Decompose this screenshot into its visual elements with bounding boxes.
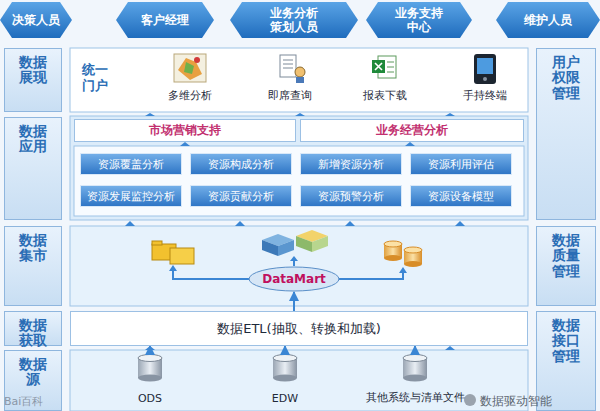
analysis-box: 资源贡献分析 [190,185,292,207]
node-text: DataMart [262,272,326,286]
etl-bar: 数据ETL(抽取、转换和加载) [70,311,528,346]
support-box: 业务经营分析 [300,119,524,142]
node-text: 统一门户 [82,62,108,93]
source-db: EDW [255,354,315,408]
flow-arrow [284,346,286,354]
node-text: 维护人员 [524,13,572,27]
query-icon [280,55,305,83]
node-text: 资源覆盖分析 [98,157,164,172]
management-label: 数据质量管理 [536,226,596,306]
layer-label: 数据获取 [4,311,62,346]
node-text: 数据质量管理 [552,233,580,279]
datamart-ellipse: DataMart [248,266,340,292]
analysis-box: 资源利用评估 [410,153,512,175]
role-header: 客户经理 [116,2,214,38]
node-text: 新增资源分析 [318,157,384,172]
watermark: 数据驱动智能 [480,393,552,410]
node-text: 即席查询 [268,88,312,103]
flow-arrow [414,346,416,354]
role-header: 业务支持中心 [366,2,472,38]
excel-icon [372,56,396,78]
layer-label: 数据集市 [4,226,62,306]
analysis-box: 资源设备模型 [410,185,512,207]
node-text: 数据源 [19,357,47,388]
folder-icons [152,241,194,264]
analysis-box: 资源预警分析 [300,185,402,207]
wechat-icon [464,394,476,406]
node-text: 市场营销支持 [149,122,221,139]
node-text: 用户权限管理 [552,55,580,101]
node-text: 数据应用 [19,124,47,155]
node-text: 资源设备模型 [428,189,494,204]
node-text: 业务分析策划人员 [269,6,319,35]
role-header: 维护人员 [496,2,600,38]
analysis-box: 资源覆盖分析 [80,153,182,175]
map-icon [174,54,206,82]
node-text: 资源利用评估 [428,157,494,172]
source-db: 其他系统与清单文件 [362,354,469,408]
node-text: 业务经营分析 [376,122,448,139]
analysis-box: 新增资源分析 [300,153,402,175]
node-text: ODS [138,392,162,405]
node-text: EDW [272,392,298,405]
layer-label: 数据应用 [4,117,62,220]
node-text: 资源预警分析 [318,189,384,204]
portal-panel: 统一门户多维分析 即席查询 报表下载 手持终端 [70,48,528,112]
layer-label: 数据展现 [4,48,62,112]
analysis-box: 资源构成分析 [190,153,292,175]
source-cylinders [138,355,427,382]
node-text: 资源发展监控分析 [87,189,175,204]
node-text: 数据获取 [19,318,47,349]
node-text: 数据ETL(抽取、转换和加载) [217,320,381,338]
node-text: 手持终端 [463,88,507,103]
source-db: ODS [120,354,180,408]
node-text: 业务支持中心 [394,6,444,35]
node-text: 客户经理 [141,13,189,27]
node-text: 数据展现 [19,55,47,86]
node-text: 其他系统与清单文件 [366,390,465,405]
node-text: 多维分析 [168,88,212,103]
support-box: 市场营销支持 [74,119,296,142]
flow-arrow [149,346,151,354]
role-header: 业务分析策划人员 [230,2,358,38]
node-text: 数据集市 [19,233,47,264]
handheld-icon [474,54,496,84]
flow-arrow [293,292,295,311]
role-header: 决策人员 [0,2,72,38]
analysis-box: 资源发展监控分析 [80,185,182,207]
cube-icons [262,230,328,256]
node-text: 数据接口管理 [552,318,580,364]
node-text: 报表下载 [363,88,407,103]
watermark: Bai百科 [4,394,43,409]
management-label: 用户权限管理 [536,48,596,220]
node-text: 资源贡献分析 [208,189,274,204]
db-icons [384,241,422,267]
node-text: 资源构成分析 [208,157,274,172]
node-text: 决策人员 [12,13,60,27]
